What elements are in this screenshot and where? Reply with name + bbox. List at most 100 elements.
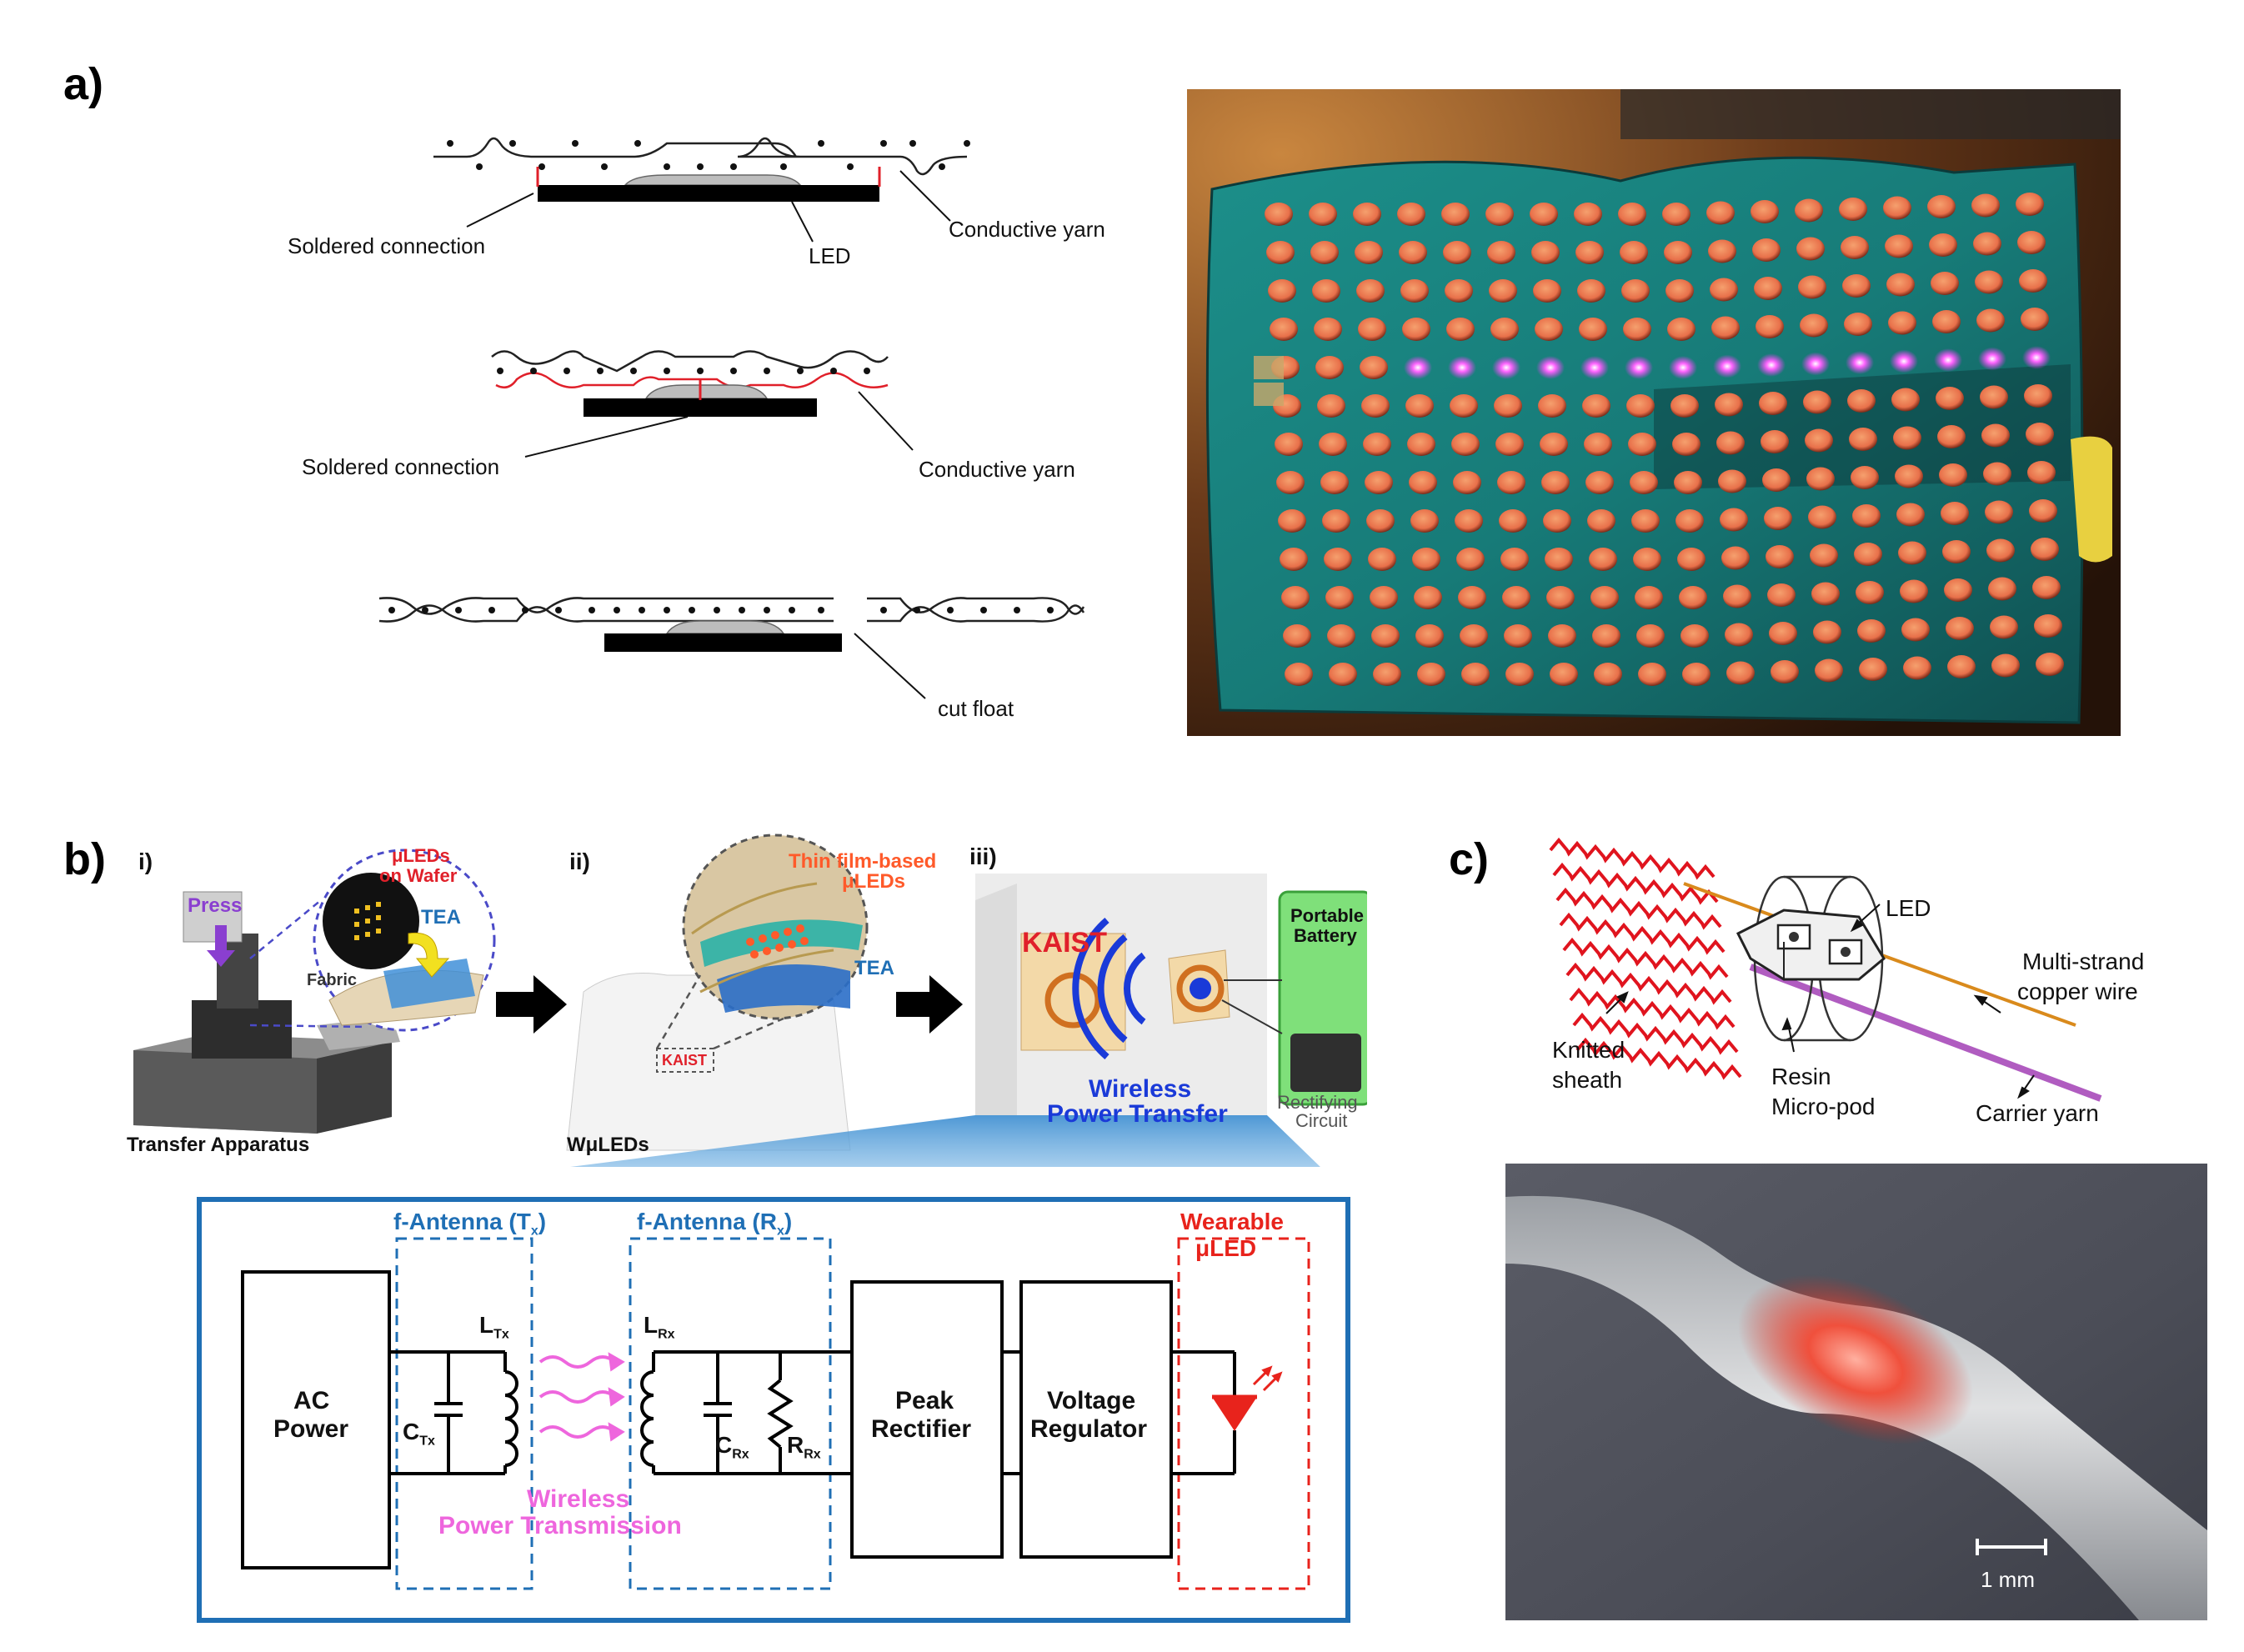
fabric-dot — [1888, 311, 1916, 335]
fabric-dot — [1590, 586, 1619, 609]
fabric-dot — [2029, 499, 2057, 523]
led-fabric-photo — [1187, 89, 2121, 736]
fabric-dot — [1885, 234, 1913, 258]
label-tea-2: TEA — [854, 957, 894, 979]
fabric-dot — [1849, 428, 1877, 451]
fabric-dot — [1769, 622, 1797, 645]
fabric-dot — [1752, 238, 1781, 262]
fabric-dot — [1490, 318, 1519, 341]
fabric-dot — [1720, 508, 1748, 532]
fabric-dot — [2017, 231, 2046, 254]
label-thin-film-2: μLEDs — [842, 870, 906, 893]
fabric-dot — [1592, 624, 1620, 648]
wireless-power-circuit — [197, 1197, 1350, 1623]
label-conductive-yarn-1: Conductive yarn — [949, 217, 1105, 242]
fabric-dot — [1584, 433, 1612, 456]
fabric-dot — [1587, 509, 1615, 533]
label-resin-2: Micro-pod — [1771, 1094, 1876, 1119]
fabric-dot — [1859, 658, 1887, 681]
fabric-dot — [1579, 318, 1607, 341]
fabric-dot — [1706, 201, 1735, 225]
fabric-dot — [1847, 389, 1876, 413]
fabric-dot — [2019, 269, 2047, 293]
fabric-dot — [1941, 502, 1969, 525]
label-wireless-2: Power Transfer — [1047, 1100, 1228, 1128]
fabric-dot — [1751, 200, 1779, 223]
fabric-dot — [1445, 279, 1473, 303]
step-ii-label: ii) — [569, 849, 590, 874]
fabric-dot — [1353, 203, 1381, 226]
fabric-dot — [1971, 193, 2000, 218]
fabric-dot — [1895, 464, 1923, 488]
step-i-label: i) — [138, 849, 153, 874]
fabric-dot — [1405, 394, 1434, 418]
fabric-dot — [1283, 624, 1311, 648]
fabric-dot — [1942, 540, 1971, 563]
fabric-dot — [1635, 586, 1663, 609]
fabric-dot — [1674, 471, 1702, 494]
label-cut-float: cut float — [938, 696, 1014, 721]
fabric-dot — [1988, 577, 2016, 601]
fabric-dot — [1594, 663, 1622, 686]
fabric-dot — [1986, 538, 2015, 563]
label-r-rx: RRx — [787, 1432, 821, 1462]
label-wireless-1: Wireless — [1089, 1075, 1192, 1103]
lit-led-dot — [1669, 356, 1697, 379]
fabric-dot — [1397, 203, 1425, 226]
fabric-dot — [1278, 509, 1306, 533]
fabric-dot — [1265, 203, 1293, 226]
fabric-dot — [1535, 318, 1563, 341]
fabric-dot — [1893, 426, 1921, 450]
fabric-dot — [1932, 310, 1961, 333]
fabric-dot — [2027, 461, 2056, 484]
label-l-rx: LRx — [644, 1312, 675, 1342]
lit-led-dot — [1536, 356, 1565, 379]
fabric-dot — [1715, 393, 1743, 417]
label-tea-1: TEA — [421, 906, 461, 929]
label-l-tx: LTx — [479, 1312, 509, 1342]
fabric-dot — [1370, 586, 1398, 609]
fabric-dot — [1371, 624, 1400, 648]
knit-loop-row — [1555, 887, 1722, 930]
fabric-dot — [1451, 433, 1480, 456]
fabric-dot — [1409, 471, 1437, 494]
label-portable-battery-1: Portable — [1290, 905, 1365, 926]
fabric-dot — [1725, 623, 1753, 647]
fabric-dot — [2032, 576, 2061, 599]
fabric-dot — [1618, 203, 1646, 226]
fabric-dot — [1500, 548, 1529, 571]
fabric-dot — [2026, 423, 2054, 446]
fabric-dot — [1373, 663, 1401, 686]
fabric-dot — [1665, 279, 1694, 303]
fabric-dot — [1766, 545, 1794, 568]
panel-label-a: a) — [63, 59, 104, 109]
fabric-dot — [1852, 504, 1881, 528]
fabric-dot — [1485, 203, 1514, 226]
fabric-dot — [1489, 279, 1517, 303]
knit-loop-row — [1575, 1037, 1742, 1080]
fabric-dot — [1716, 431, 1745, 455]
fabric-dot — [1417, 663, 1445, 686]
fabric-dot — [1806, 467, 1835, 491]
fabric-dot — [1412, 548, 1440, 571]
fabric-dot — [1900, 579, 1928, 603]
fabric-dot — [1407, 433, 1435, 456]
fabric-dot — [1315, 356, 1344, 379]
fabric-dot — [1756, 315, 1784, 338]
fabric-dot — [1983, 462, 2011, 486]
scale-bar-label: 1 mm — [1981, 1567, 2035, 1592]
fabric-dot — [1414, 586, 1442, 609]
fabric-dot — [1494, 394, 1522, 418]
fabric-dot — [1327, 624, 1355, 648]
fabric-dot — [1990, 615, 2018, 639]
fabric-dot — [1762, 468, 1791, 492]
fabric-dot — [1358, 318, 1386, 341]
fabric-dot — [1810, 543, 1838, 568]
fabric-dot — [1268, 279, 1296, 303]
fabric-dot — [1896, 503, 1925, 527]
lit-led-dot — [1757, 353, 1786, 377]
fabric-dot — [1621, 279, 1650, 303]
fabric-dot — [1543, 509, 1571, 533]
fabric-dot — [1541, 471, 1570, 494]
label-rectifying-2: Circuit — [1295, 1110, 1348, 1131]
